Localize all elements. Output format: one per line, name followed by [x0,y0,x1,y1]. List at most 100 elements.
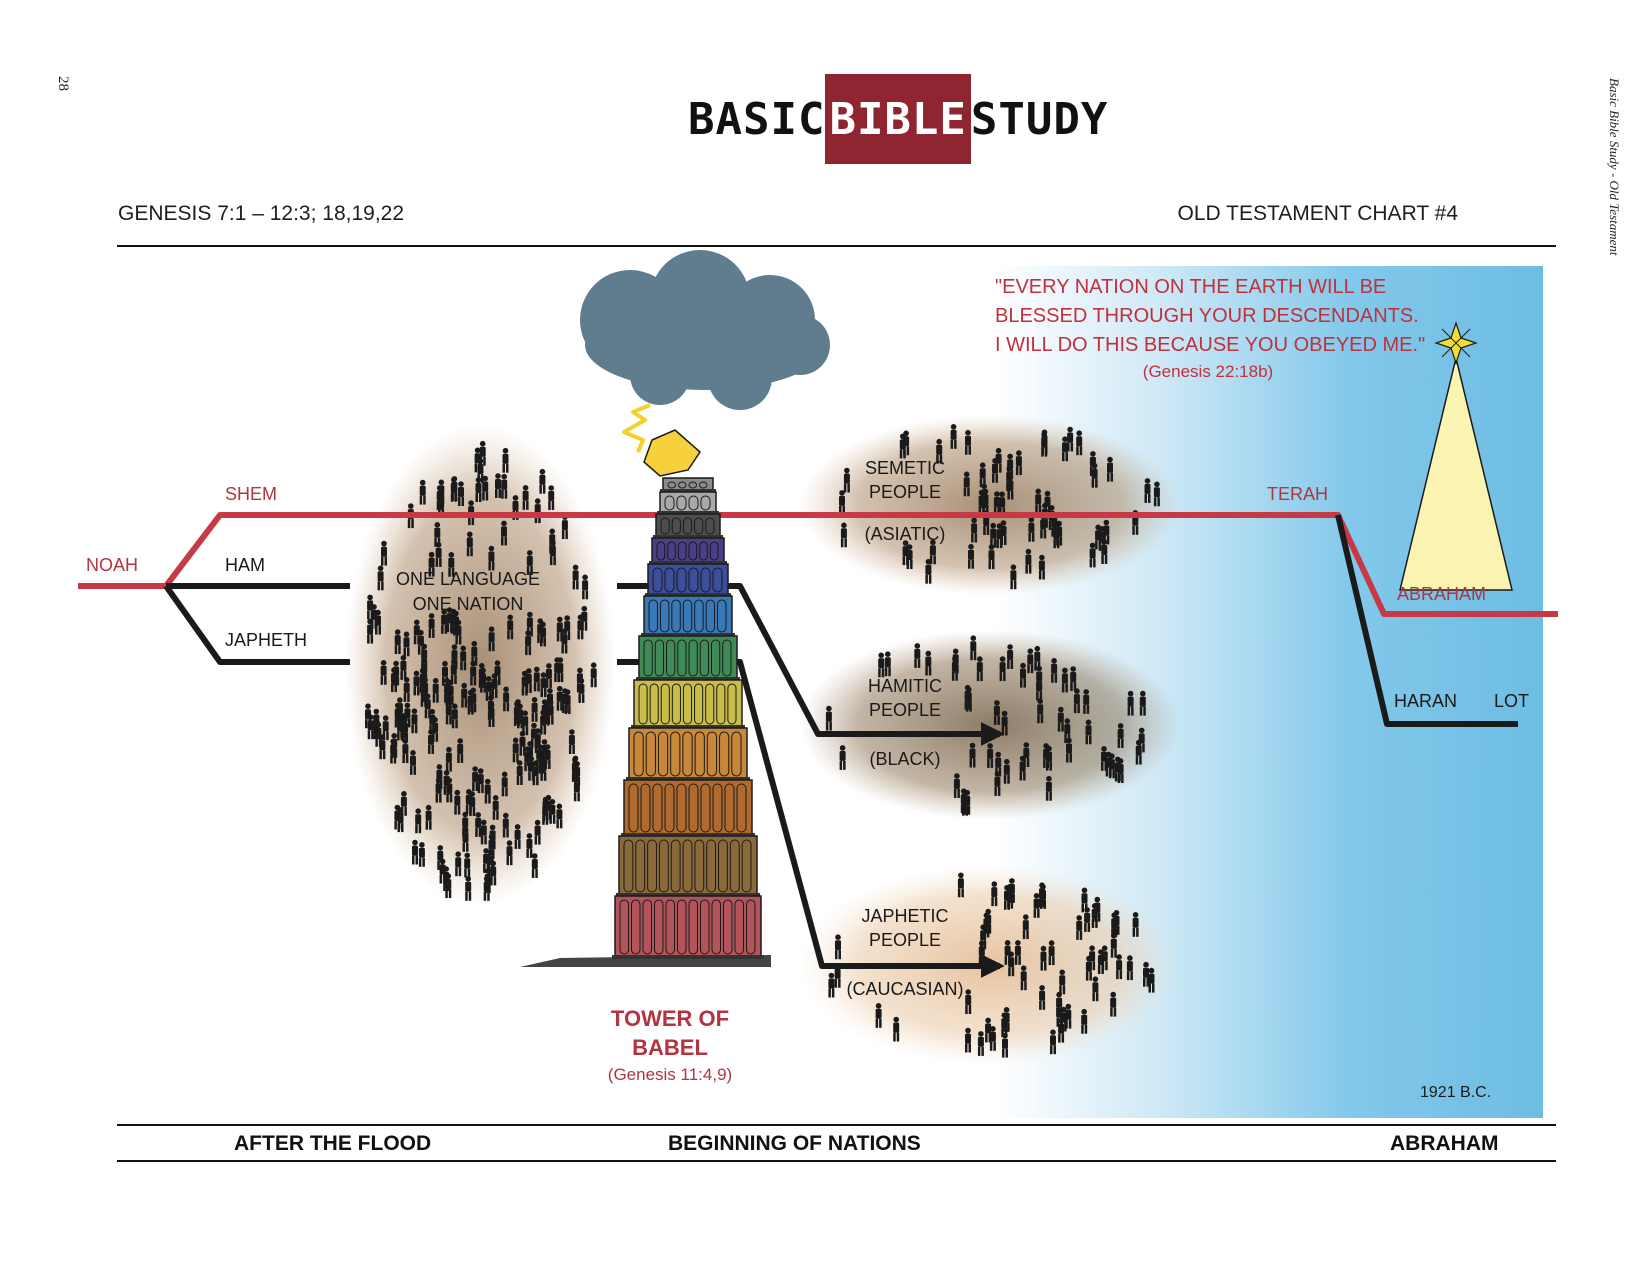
tower-arch [640,783,651,833]
label-terah: TERAH [1267,484,1328,504]
tower-arch [623,839,634,893]
tower-explosion [643,429,701,477]
tower-arch [647,839,657,893]
tower-arch [643,639,653,677]
tower-arch [677,541,687,561]
tower-arch [682,839,693,893]
footer-abraham: ABRAHAM [1390,1132,1499,1155]
tower-arch [711,899,721,955]
label-japheth: JAPHETH [225,630,307,650]
tower-arch [652,567,663,593]
tower-arch [699,639,709,677]
tower-ledge [621,833,755,837]
tower-arch [660,683,670,725]
tower-ledge [616,893,760,897]
tower-arch [666,639,676,677]
tower-arch [642,899,652,955]
chart-number: OLD TESTAMENT CHART #4 [1177,202,1458,225]
tower-arch [736,783,747,833]
label-lot: LOT [1494,691,1529,711]
tower-arch [722,639,732,677]
footer-after-flood: AFTER THE FLOOD [234,1132,432,1155]
label-abraham: ABRAHAM [1397,584,1486,604]
tower-arch [671,599,681,633]
quote-line-1: "EVERY NATION ON THE EARTH WILL BE [995,276,1386,298]
tower-arch [648,599,658,633]
tower-arch [706,731,718,777]
tower-title-1: TOWER OF [611,1006,729,1031]
tower-arch [677,899,687,955]
tower-arch [724,783,735,833]
tower-arch [712,567,723,593]
label-haran: HARAN [1394,691,1457,711]
tower-arch [676,567,687,593]
tower-title-2: BABEL [632,1035,708,1060]
tower-arch [694,839,705,893]
japhetic-region-label: (CAUCASIAN) [846,979,963,999]
logo-part-bible: BIBLE [825,74,971,164]
scripture-reference: GENESIS 7:1 – 12:3; 18,19,22 [118,202,405,225]
tower-arch [694,731,705,777]
crowd-label-nation: ONE NATION [413,594,524,614]
tower-arch [670,839,681,893]
semetic-label: SEMETIC [865,458,945,478]
tower-arch [671,517,681,535]
tower-arch [638,683,648,725]
quote-reference: (Genesis 22:18b) [1143,362,1273,381]
tower-arch [716,683,726,725]
tower-arch [665,899,675,955]
japheth-line [163,584,350,665]
tower-ledge [636,677,740,681]
storm-cloud-icon [580,250,830,410]
tower-arch [659,599,670,633]
tower-arch [723,899,733,955]
semetic-people-label: PEOPLE [869,482,941,502]
tower-arch [676,783,687,833]
tower-ledge [660,489,716,493]
semetic-region-label: (ASIATIC) [865,524,946,544]
tower-arch [631,899,641,955]
hamitic-people-label: PEOPLE [869,700,941,720]
header-rule [117,245,1556,247]
tower-arch [731,731,742,777]
tower-arch [664,567,675,593]
tower-arch [645,731,656,777]
tower-arch [664,783,675,833]
crowd-label-language: ONE LANGUAGE [396,569,540,589]
tower-arch [671,683,681,725]
tower-arch [688,783,699,833]
tower-arch [688,639,698,677]
tower-ledge [649,561,727,565]
tower-arch [741,839,752,893]
tower-arch [700,899,710,955]
tower-arch [664,495,675,511]
tower-arch [654,899,664,955]
tower-arch [705,517,715,535]
tower-arch [619,899,629,955]
japhetic-people-label: PEOPLE [869,930,941,950]
tower-arch [633,731,644,777]
logo-part-study: STUDY [970,93,1109,145]
logo-part-basic: BASIC [688,93,826,145]
tower-arch [694,517,704,535]
tower-tier [633,679,743,729]
tower-arch [705,599,716,633]
tower-arch [657,731,669,777]
tower-arch [676,495,687,511]
tower-arch [658,839,669,893]
tower-arch [711,639,721,677]
tower-tier [623,779,753,837]
tower-arch [700,567,711,593]
quote-line-2: BLESSED THROUGH YOUR DESCENDANTS. [995,305,1419,327]
tower-arch [667,541,676,561]
tower-ledge [653,535,723,539]
tower-arch [700,495,711,511]
tower-arch [727,683,737,725]
tower-arch [682,599,693,633]
side-caption: Basic Bible Study - Old Testament [1607,78,1622,256]
tower-arch [688,481,697,489]
semetic-blob [800,415,1180,595]
tower-arch [660,517,670,535]
tower-arch [635,839,646,893]
